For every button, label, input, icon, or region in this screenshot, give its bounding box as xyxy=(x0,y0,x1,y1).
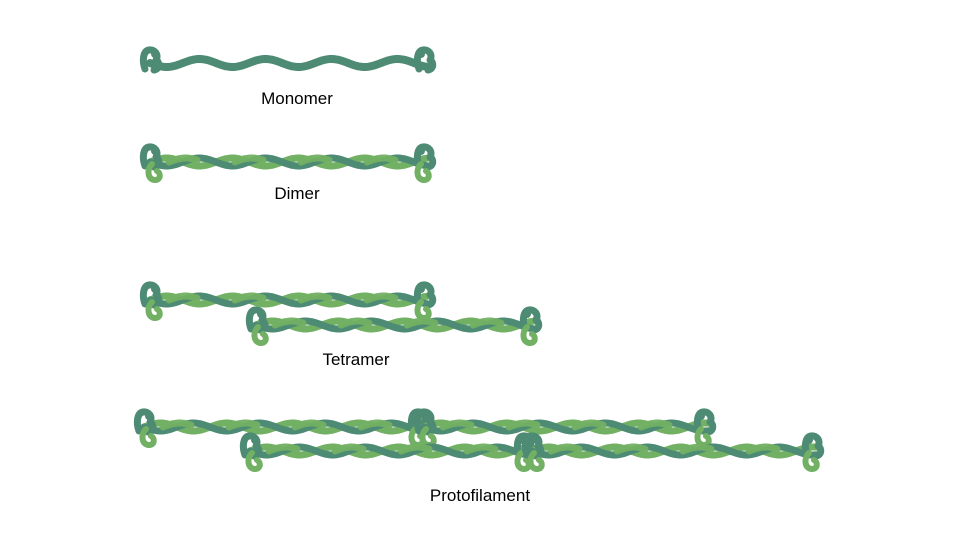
dimer-head-left-dark-icon xyxy=(139,281,163,309)
dimer-head-left-dark-icon xyxy=(139,143,163,171)
dimer-head-right-dark-icon xyxy=(413,143,437,171)
tetramer-figure xyxy=(139,281,543,347)
monomer-head-left-icon xyxy=(139,46,163,74)
protofilament-dimer-3 xyxy=(239,432,537,473)
dimer-head-right-dark-icon xyxy=(693,408,717,436)
monomer-head-right-icon xyxy=(413,46,437,74)
dimer-head-left-light-icon xyxy=(145,299,163,322)
dimer-figure xyxy=(139,143,437,184)
dimer-head-left-dark-icon xyxy=(521,432,545,460)
protofilament-dimer-2 xyxy=(413,408,717,449)
dimer-head-left-dark-icon xyxy=(239,432,263,460)
tetramer-label: Tetramer xyxy=(322,350,389,369)
monomer-strand xyxy=(139,46,437,74)
dimer-head-right-light-icon xyxy=(414,161,432,184)
protofilament-dimer-1 xyxy=(133,408,431,449)
tetramer-dimer-upper xyxy=(139,281,437,322)
dimer-head-left-light-icon xyxy=(245,450,263,473)
dimer-head-left-light-icon xyxy=(251,324,269,347)
dimer-head-right-dark-icon xyxy=(413,281,437,309)
dimer-label: Dimer xyxy=(274,184,320,203)
monomer-label: Monomer xyxy=(261,89,333,108)
dimer-head-left-dark-icon xyxy=(245,306,269,334)
dimer-pair xyxy=(139,143,437,184)
dimer-head-left-light-icon xyxy=(139,426,157,449)
dimer-head-right-light-icon xyxy=(520,324,538,347)
protofilament-figure xyxy=(133,408,825,473)
dimer-head-right-dark-icon xyxy=(519,306,543,334)
protofilament-dimer-4 xyxy=(521,432,825,473)
protofilament-label: Protofilament xyxy=(430,486,530,505)
monomer-figure xyxy=(139,46,437,74)
dimer-head-left-light-icon xyxy=(145,161,163,184)
dimer-head-right-light-icon xyxy=(802,450,820,473)
dimer-head-left-light-icon xyxy=(527,450,545,473)
dimer-head-left-dark-icon xyxy=(133,408,157,436)
dimer-head-left-dark-icon xyxy=(413,408,437,436)
dimer-head-right-dark-icon xyxy=(801,432,825,460)
tetramer-dimer-lower xyxy=(245,306,543,347)
